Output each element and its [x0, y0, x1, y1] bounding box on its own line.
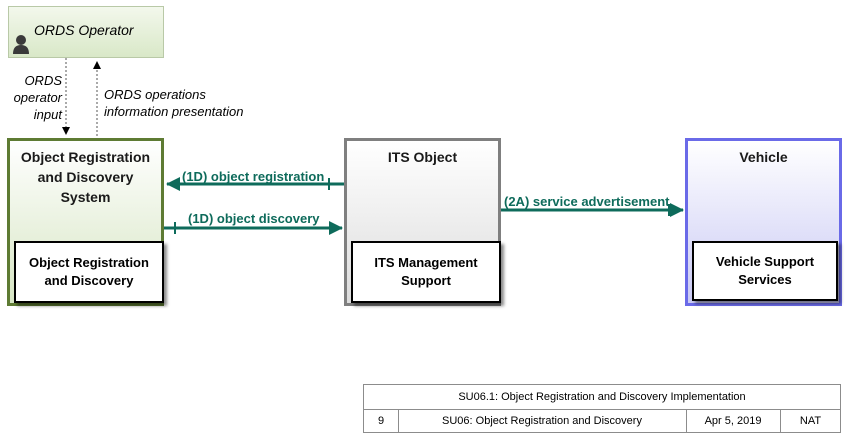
ords-system-box: Object Registration and Discovery System…: [7, 138, 164, 306]
vehicle-inner-line-2: Services: [738, 272, 792, 287]
its-inner-line-2: Support: [401, 273, 451, 288]
its-inner-box: ITS Management Support: [351, 241, 501, 303]
operator-input-line-1: ORDS: [24, 73, 62, 88]
footer-date: Apr 5, 2019: [686, 409, 781, 433]
operator-presentation-label: ORDS operations information presentation: [104, 86, 243, 120]
person-icon: [13, 35, 29, 54]
ords-inner-line-2: and Discovery: [44, 273, 134, 288]
ords-system-title-line-3: System: [60, 189, 111, 205]
ords-system-title: Object Registration and Discovery System: [10, 147, 161, 207]
operator-input-line-3: input: [33, 107, 62, 122]
ords-operator-box: [8, 6, 164, 58]
operator-presentation-line-1: ORDS operations: [104, 87, 206, 102]
operator-presentation-line-2: information presentation: [104, 104, 244, 119]
ords-system-title-line-1: Object Registration: [20, 149, 151, 165]
vehicle-title: Vehicle: [739, 149, 788, 165]
operator-input-label: ORDS operator input: [4, 72, 62, 123]
registration-flow-label: (1D) object registration: [182, 169, 325, 184]
ords-inner-line-1: Object Registration: [29, 255, 149, 270]
ords-system-title-line-2: and Discovery: [37, 169, 134, 185]
footer-org: NAT: [799, 415, 822, 427]
footer-page: 9: [364, 409, 399, 433]
its-inner-line-1: ITS Management: [374, 255, 478, 270]
footer-subtitle: SU06: Object Registration and Discovery: [398, 409, 687, 433]
ords-operator-label: ORDS Operator: [34, 22, 134, 38]
operator-input-line-2: operator: [13, 90, 62, 105]
its-object-box: ITS Object ITS Management Support: [344, 138, 501, 306]
footer-title: SU06.1: Object Registration and Discover…: [364, 385, 840, 410]
advertisement-flow-label: (2A) service advertisement: [504, 194, 670, 209]
vehicle-inner-box: Vehicle Support Services: [692, 241, 838, 301]
footer-table: SU06.1: Object Registration and Discover…: [363, 384, 841, 433]
its-object-title: ITS Object: [387, 149, 458, 165]
vehicle-inner-line-1: Vehicle Support: [715, 254, 815, 269]
vehicle-box: Vehicle Vehicle Support Services: [685, 138, 842, 306]
discovery-flow-label: (1D) object discovery: [188, 211, 320, 226]
ords-inner-box: Object Registration and Discovery: [14, 241, 164, 303]
